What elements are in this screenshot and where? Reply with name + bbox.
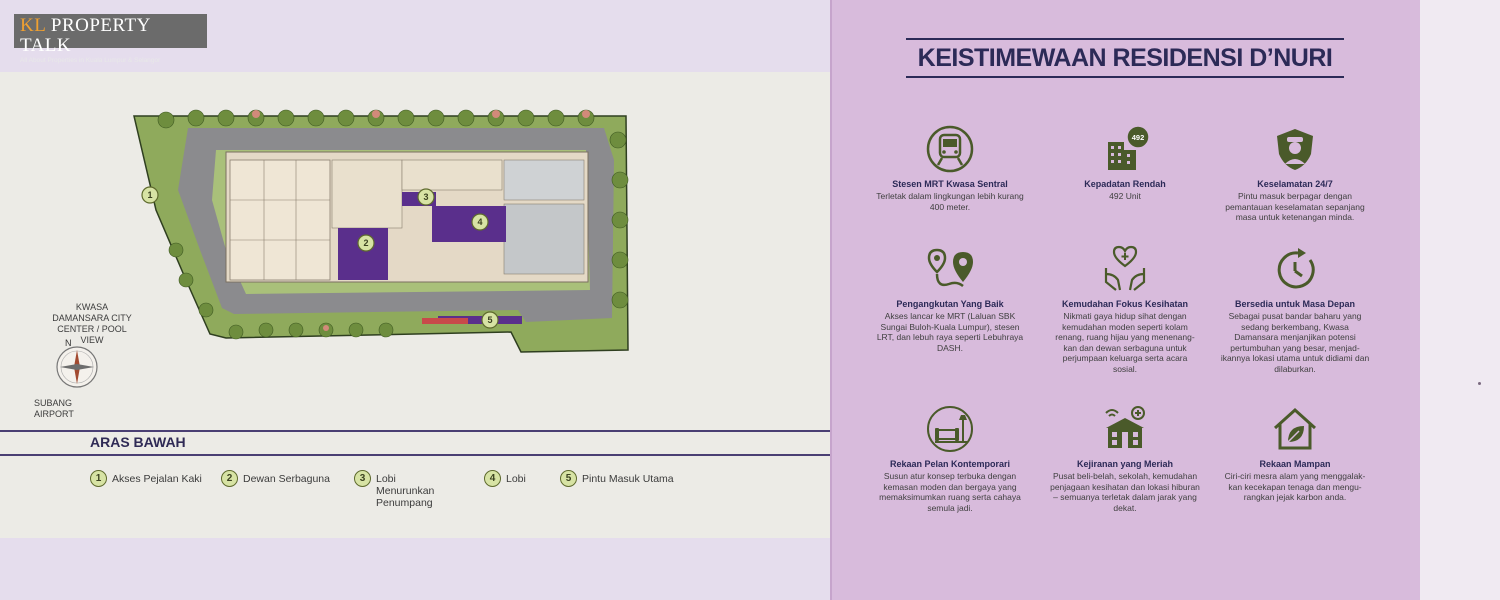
title-rule-bottom <box>906 76 1344 78</box>
interior-design-icon <box>927 406 973 452</box>
compass-icon: N <box>56 338 98 388</box>
feature-title: Stesen MRT Kwasa Sentral <box>892 179 1008 189</box>
site-marker-1: 1 <box>147 190 152 200</box>
legend-label: Pintu Masuk Utama <box>582 473 674 485</box>
unit-count-badge: 492 <box>1132 133 1145 142</box>
legend-item-1: 1 Akses Pejalan Kaki <box>90 470 202 487</box>
site-marker-3: 3 <box>423 192 428 202</box>
siteplan-panel: KL PROPERTY TALK All About Properties in… <box>0 14 830 538</box>
future-clock-icon <box>1277 248 1315 289</box>
feature-description: Ciri-ciri mesra alam yang menggalak-kan … <box>1224 471 1366 502</box>
feature-description: Susun atur konsep terbuka dengan kemasan… <box>879 471 1021 513</box>
feature-health: Kemudahan Fokus Kesihatan Nikmati gaya h… <box>1050 244 1200 374</box>
features-panel: KEISTIMEWAAN RESIDENSI D’NURI Stesen MRT… <box>830 0 1420 600</box>
feature-mrt-station: Stesen MRT Kwasa Sentral Terletak dalam … <box>875 124 1025 212</box>
feature-description: Pusat beli-belah, sekolah, kemudahan pen… <box>1050 471 1200 513</box>
legend-label: Akses Pejalan Kaki <box>112 473 202 485</box>
legend-divider-bottom <box>0 454 830 456</box>
legend-item-4: 4 Lobi <box>484 470 526 487</box>
feature-title: Rekaan Pelan Kontemporari <box>889 459 1011 469</box>
legend-item-3: 3 Lobi Menurunkan Penumpang <box>354 470 454 509</box>
feature-neighbourhood: Kejiranan yang Meriah Pusat beli-belah, … <box>1050 404 1200 513</box>
legend-item-2: 2 Dewan Serbaguna <box>221 470 330 487</box>
direction-label-south: SUBANG AIRPORT <box>34 398 74 419</box>
security-guard-icon <box>1277 129 1313 170</box>
feature-contemporary-plan: Rekaan Pelan Kontemporari Susun atur kon… <box>875 404 1025 513</box>
feature-title: Rekaan Mampan <box>1259 459 1331 469</box>
page-dot <box>1478 382 1481 385</box>
site-marker-5: 5 <box>487 315 492 325</box>
legend-label: Lobi <box>506 473 526 485</box>
ground-floor-site-plan: 1 2 3 4 5 <box>133 109 629 353</box>
legend-number: 2 <box>221 470 238 487</box>
feature-transport: Pengangkutan Yang Baik Akses lancar ke M… <box>875 244 1025 353</box>
legend-label: Lobi Menurunkan Penumpang <box>376 473 435 509</box>
feature-low-density: 492 Kepadatan Rendah 492 Unit <box>1050 124 1200 202</box>
title-rule-top <box>906 38 1344 40</box>
feature-title: Pengangkutan Yang Baik <box>896 299 1004 309</box>
feature-description: 492 Unit <box>1109 191 1141 201</box>
feature-description: Pintu masuk berpagar dengan pemantauan k… <box>1225 191 1365 222</box>
legend-number: 1 <box>90 470 107 487</box>
feature-title: Kejiranan yang Meriah <box>1076 459 1174 469</box>
page-margin <box>1420 0 1500 600</box>
feature-description: Nikmati gaya hidup sihat dengan kemudaha… <box>1055 311 1195 374</box>
logo-title: KL PROPERTY TALK <box>20 15 151 56</box>
features-title: KEISTIMEWAAN RESIDENSI D’NURI <box>917 44 1333 72</box>
amenities-icon <box>1105 406 1145 448</box>
feature-future-ready: Bersedia untuk Masa Depan Sebagai pusat … <box>1220 244 1370 374</box>
building-icon: 492 <box>1108 125 1150 170</box>
feature-title: Kemudahan Fokus Kesihatan <box>1061 299 1189 309</box>
direction-label-north: KWASA DAMANSARA CITY CENTER / POOL VIEW <box>52 302 132 345</box>
eco-house-icon <box>1273 407 1317 450</box>
legend-number: 4 <box>484 470 501 487</box>
legend-item-5: 5 Pintu Masuk Utama <box>560 470 674 487</box>
site-marker-4: 4 <box>477 217 482 227</box>
health-hands-icon <box>1104 245 1146 291</box>
logo-subtitle: All About Properties in Kuala Lumpur & S… <box>20 57 161 64</box>
compass-north-letter: N <box>65 338 72 348</box>
legend-number: 3 <box>354 470 371 487</box>
legend-label: Dewan Serbaguna <box>243 473 330 485</box>
feature-title: Kepadatan Rendah <box>1084 179 1166 189</box>
legend-number: 5 <box>560 470 577 487</box>
feature-security: Keselamatan 24/7 Pintu masuk berpagar de… <box>1220 124 1370 223</box>
legend-title: ARAS BAWAH <box>90 434 186 450</box>
feature-description: Terletak dalam lingkungan lebih kurang 4… <box>876 191 1024 212</box>
feature-title: Bersedia untuk Masa Depan <box>1234 299 1356 309</box>
feature-title: Keselamatan 24/7 <box>1257 179 1333 189</box>
site-marker-2: 2 <box>363 238 368 248</box>
route-pin-icon <box>927 248 973 287</box>
legend-divider-top <box>0 430 830 432</box>
feature-description: Sebagai pusat bandar baharu yang sedang … <box>1220 311 1370 374</box>
train-icon <box>926 125 974 173</box>
kl-property-talk-logo[interactable]: KL PROPERTY TALK All About Properties in… <box>14 14 207 64</box>
feature-sustainable: Rekaan Mampan Ciri-ciri mesra alam yang … <box>1220 404 1370 503</box>
feature-description: Akses lancar ke MRT (Laluan SBK Sungai B… <box>876 311 1024 353</box>
